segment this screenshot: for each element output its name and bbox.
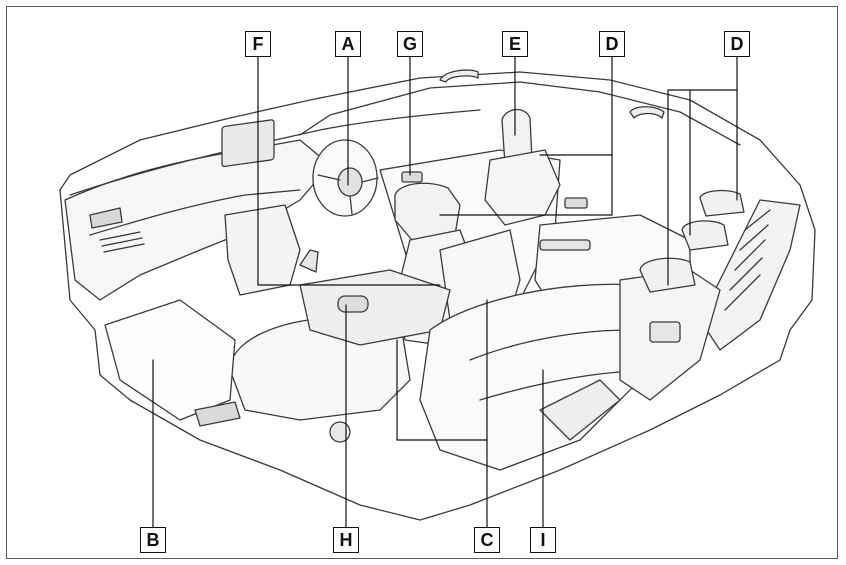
front-door-handle	[401, 171, 423, 183]
grab-handle-rear	[629, 106, 665, 119]
callout-G: G	[397, 31, 423, 57]
rear-armrest	[539, 379, 621, 441]
cup-holder	[337, 295, 369, 313]
roof-line	[519, 81, 741, 146]
leader-D-front	[439, 56, 613, 216]
rear-door-handle	[564, 197, 588, 209]
callout-E: E	[502, 31, 528, 57]
front-floor-mat	[104, 299, 236, 421]
leader-F	[257, 56, 441, 286]
steering-wheel-spokes	[317, 174, 379, 215]
shifter	[299, 249, 319, 273]
right-sill-lines	[724, 209, 771, 311]
center-screen	[221, 119, 275, 168]
body-outline	[59, 71, 816, 521]
steering-wheel-hub	[337, 167, 363, 197]
rear-armrest-switch	[539, 239, 591, 251]
callout-D-front: D	[599, 31, 625, 57]
seat-lever	[329, 421, 351, 443]
rear-headrest-3	[699, 189, 745, 217]
callout-F: F	[245, 31, 271, 57]
leader-D-rear	[667, 56, 738, 286]
dashboard-top-edge	[69, 109, 481, 196]
dashboard-lower	[89, 189, 301, 236]
grab-handle-front	[439, 69, 479, 83]
leader-C-branch	[396, 339, 488, 441]
callout-D-rear: D	[724, 31, 750, 57]
dash-vent-left	[89, 207, 123, 229]
callout-B: B	[140, 527, 166, 553]
pedal-area	[194, 401, 241, 427]
center-console-stack	[224, 204, 301, 296]
windshield-line	[299, 81, 521, 136]
callout-C: C	[474, 527, 500, 553]
diagram-frame	[6, 6, 838, 559]
rear-cupholder	[649, 321, 681, 343]
callout-I: I	[530, 527, 556, 553]
callout-H: H	[333, 527, 359, 553]
callout-A: A	[335, 31, 361, 57]
right-sill-trim	[699, 199, 801, 351]
dash-vent-strips	[99, 231, 145, 253]
rear-headrest-2	[681, 220, 729, 251]
rear-seat-seams	[469, 329, 631, 401]
